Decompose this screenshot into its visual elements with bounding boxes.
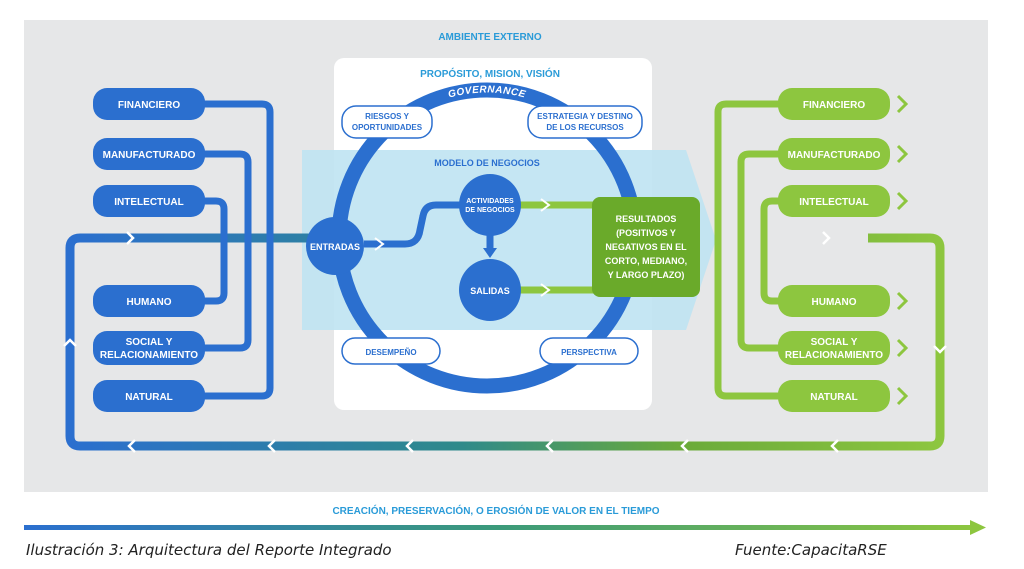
right-output-arrows (896, 94, 909, 406)
left-capital-label: HUMANO (127, 297, 172, 308)
chevron-right-icon (896, 338, 909, 358)
chevron-right-icon (822, 231, 831, 245)
strategy-line-2: DE LOS RECURSOS (546, 123, 624, 132)
chevron-left-icon (830, 439, 839, 453)
governance-label: GOVERNANCE (447, 84, 526, 100)
right-capital-label: FINANCIERO (803, 100, 865, 111)
resultados-box (592, 197, 700, 297)
right-capital-label: NATURAL (810, 392, 858, 403)
resultados-line-4: CORTO, MEDIANO, (605, 256, 687, 266)
salidas-node (459, 259, 521, 321)
chevron-left-icon (127, 439, 136, 453)
governance-label-container: GOVERNANCE (447, 84, 527, 100)
right-connector-outer (714, 100, 780, 400)
left-capital-intelectual (93, 185, 205, 217)
actividades-node (459, 174, 521, 236)
chevron-left-icon (405, 439, 414, 453)
external-environment-label: AMBIENTE EXTERNO (438, 32, 542, 43)
left-capital-financiero (93, 88, 205, 120)
chevron-left-icon (680, 439, 689, 453)
chevron-left-icon (545, 439, 554, 453)
right-capital-label: INTELECTUAL (799, 197, 868, 208)
chevron-right-icon (374, 237, 385, 251)
resultados-line-5: Y LARGO PLAZO) (608, 270, 685, 280)
strategy-line-1: ESTRATEGIA Y DESTINO (537, 112, 633, 121)
left-capital-social (93, 331, 205, 365)
left-connector-middle (200, 150, 252, 352)
left-capital-humano (93, 285, 205, 317)
left-connector-inner (200, 197, 228, 305)
right-connector-middle (737, 150, 780, 352)
resultados-line-3: NEGATIVOS EN EL (605, 242, 687, 252)
left-connector-outer (200, 100, 274, 400)
salidas-label: SALIDAS (470, 286, 510, 296)
right-capital-intelectual (778, 185, 890, 217)
right-capital-manufacturado (778, 138, 890, 170)
left-capital-label: INTELECTUAL (114, 197, 183, 208)
right-connectors (714, 100, 780, 400)
outlook-box (539, 337, 639, 365)
arrow-right-icon (970, 520, 986, 535)
right-capital-label: MANUFACTURADO (788, 150, 881, 161)
actividades-line-2: DE NEGOCIOS (465, 207, 515, 214)
left-capitals: FINANCIERO MANUFACTURADO INTELECTUAL HUM… (93, 88, 205, 412)
risks-box (341, 105, 433, 139)
right-capital-financiero (778, 88, 890, 120)
chevron-right-icon (540, 198, 551, 212)
left-capital-label: FINANCIERO (118, 100, 180, 111)
chevron-left-icon (267, 439, 276, 453)
right-capital-natural (778, 380, 890, 412)
figure-source: Fuente:CapacitaRSE (735, 541, 887, 559)
left-capital-natural (93, 380, 205, 412)
chevron-right-icon (896, 94, 909, 114)
entradas-node (306, 217, 364, 275)
chevron-right-icon (896, 291, 909, 311)
business-model-label: MODELO DE NEGOCIOS (434, 158, 540, 168)
risks-line-1: RIESGOS Y (365, 112, 410, 121)
performance-box (341, 337, 441, 365)
strategy-box (527, 105, 643, 139)
left-capital-label: NATURAL (125, 392, 173, 403)
right-capital-humano (778, 285, 890, 317)
right-connector-inner (760, 197, 780, 305)
chevron-right-icon (896, 144, 909, 164)
performance-label: DESEMPEÑO (365, 348, 416, 357)
right-capital-label: SOCIAL Y (811, 337, 858, 348)
chevron-down-icon (933, 345, 947, 354)
entradas-label: ENTRADAS (310, 242, 360, 252)
chevron-right-icon (126, 231, 135, 245)
value-over-time-label: CREACIÓN, PRESERVACIÓN, O EROSIÓN DE VAL… (332, 504, 659, 517)
risks-line-2: OPORTUNIDADES (352, 123, 423, 132)
chevron-up-icon (63, 338, 77, 347)
figure-caption: Ilustración 3: Arquitectura del Reporte … (26, 541, 392, 559)
left-capital-label: SOCIAL Y (126, 337, 173, 348)
actividades-line-1: ACTIVIDADES (466, 198, 514, 205)
down-arrow-icon (483, 248, 497, 258)
left-capital-label: MANUFACTURADO (103, 150, 196, 161)
left-capital-manufacturado (93, 138, 205, 170)
right-capital-social (778, 331, 890, 365)
right-capital-label: HUMANO (812, 297, 857, 308)
left-connectors (200, 100, 274, 400)
right-capitals: FINANCIERO MANUFACTURADO INTELECTUAL HUM… (778, 88, 890, 412)
entradas-to-actividades-flow (364, 201, 462, 248)
outlook-label: PERSPECTIVA (561, 348, 617, 357)
resultados-line-2: (POSITIVOS Y (616, 228, 676, 238)
loop-direction-arrows (63, 231, 947, 453)
value-return-loop (65, 233, 945, 451)
left-capital-label: RELACIONAMIENTO (100, 350, 198, 361)
chevron-right-icon (540, 283, 551, 297)
time-arrow-shaft (24, 525, 974, 530)
chevron-right-icon (896, 386, 909, 406)
purpose-label: PROPÓSITO, MISION, VISIÓN (420, 67, 560, 80)
resultados-line-1: RESULTADOS (616, 214, 677, 224)
chevron-right-icon (896, 191, 909, 211)
right-capital-label: RELACIONAMIENTO (785, 350, 883, 361)
